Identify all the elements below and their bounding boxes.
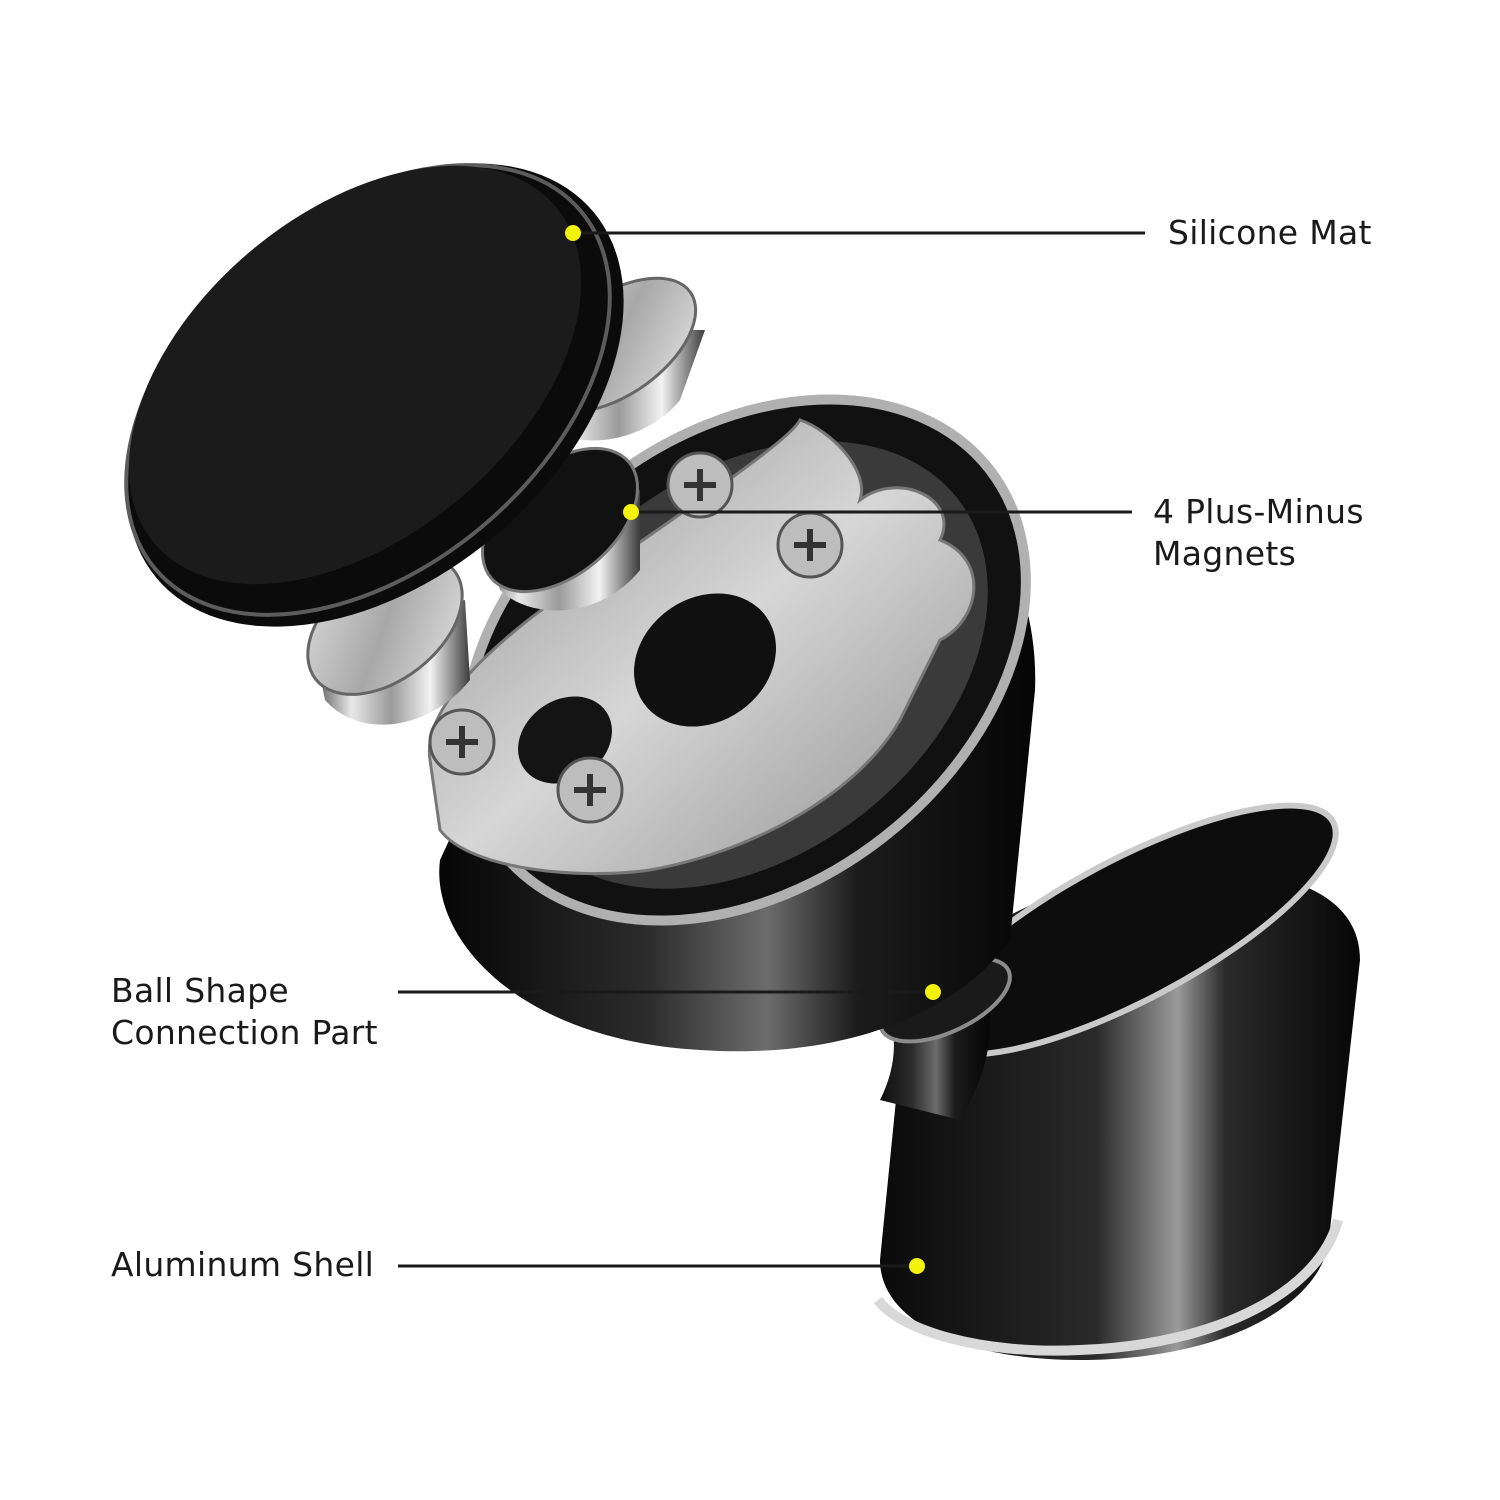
screw-icon [428,708,496,776]
callout-ball-connection: Ball Shape Connection Part [111,970,378,1054]
callout-ball-connection-line-1: Ball Shape [111,971,290,1010]
screw-icon [776,511,844,579]
marker-dots [565,225,941,1274]
magnet-center [478,446,640,611]
callout-silicone-mat-line-1: Silicone Mat [1168,213,1372,252]
silicone-mat [124,163,624,627]
screw-icon [666,451,734,519]
leader-lines [398,231,1145,1268]
screw-icon [556,756,624,824]
callout-silicone-mat: Silicone Mat [1168,212,1372,254]
callout-magnets: 4 Plus-Minus Magnets [1153,491,1364,575]
marker-dot-aluminum-shell [909,1258,925,1274]
marker-dot-magnets [623,504,639,520]
callout-magnets-line-1: 4 Plus-Minus [1153,492,1364,531]
callout-magnets-line-2: Magnets [1153,534,1297,573]
callout-ball-connection-line-2: Connection Part [111,1013,378,1052]
mounting-plate [427,418,976,876]
marker-dot-silicone-mat [565,225,581,241]
callout-aluminum-shell: Aluminum Shell [111,1244,374,1286]
callout-aluminum-shell-line-1: Aluminum Shell [111,1245,375,1284]
marker-dot-ball-connection [925,984,941,1000]
